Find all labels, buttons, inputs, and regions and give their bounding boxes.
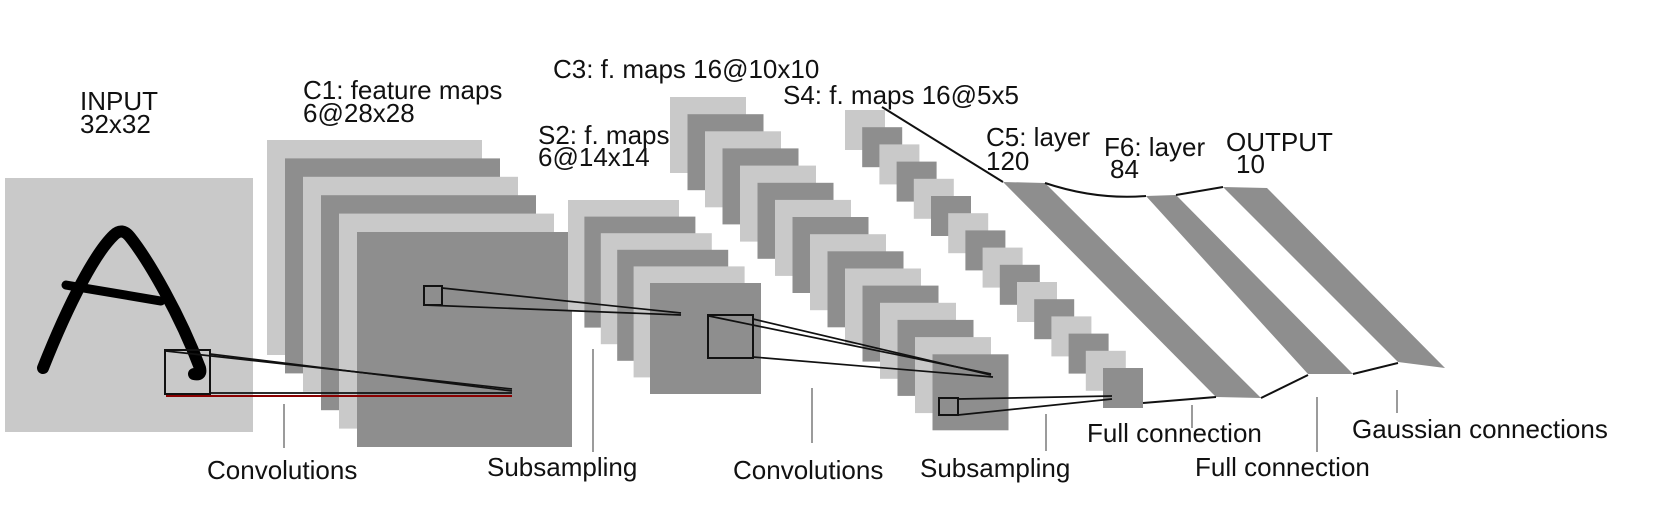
input-label-line2: 32x32 [80, 109, 151, 139]
operation-labels: Convolutions Subsampling Convolutions Su… [207, 414, 1608, 485]
bar-connector-lines [881, 106, 1399, 404]
c5-layer-bar [1003, 182, 1261, 398]
input-plane [5, 178, 253, 432]
c5-label-line1: C5: layer [986, 122, 1090, 152]
convolutions-2-label: Convolutions [733, 455, 883, 485]
c5-to-f6-top-link [1044, 182, 1147, 198]
c5-label-line2: 120 [986, 146, 1029, 176]
gaussian-connections-label: Gaussian connections [1352, 414, 1608, 444]
f6-layer-bar [1146, 195, 1353, 374]
s4-to-c5-top-link [881, 106, 1004, 183]
full-connection-1-label: Full connection [1087, 418, 1262, 448]
c3-receptive-field-box [938, 397, 959, 416]
s2-label-line2: 6@14x14 [538, 142, 650, 172]
c1-to-s2-trapezoid [423, 285, 682, 316]
c5-to-f6-bottom-link [1260, 374, 1309, 399]
input-layer [5, 178, 253, 432]
output-label-line1: OUTPUT [1226, 127, 1333, 157]
trapezoid-edge [752, 356, 994, 378]
f6-label-line1: F6: layer [1104, 132, 1205, 162]
s4-to-c5-bottom-link [1142, 396, 1217, 404]
c1-feature-map [357, 232, 572, 447]
s4-label: S4: f. maps 16@5x5 [783, 80, 1019, 110]
layer-labels: INPUT 32x32 C1: feature maps 6@28x28 S2:… [80, 54, 1333, 184]
c1-label-line2: 6@28x28 [303, 98, 415, 128]
c3-stack [670, 97, 1009, 431]
c3-label: C3: f. maps 16@10x10 [553, 54, 819, 84]
fc-bars [1003, 182, 1445, 398]
c1-stack [267, 140, 572, 447]
trapezoid-edge [752, 318, 992, 376]
s4-stack [845, 110, 1143, 408]
trapezoid-edge [423, 304, 682, 316]
handwritten-a-strokes [37, 225, 207, 381]
s2-to-c3-trapezoid [707, 314, 994, 378]
c3-to-s4-trapezoid [938, 395, 1113, 416]
c1-label-line1: C1: feature maps [303, 75, 502, 105]
f6-label-line2: 84 [1110, 154, 1139, 184]
input-receptive-field-box [164, 349, 211, 395]
input-to-c1-trapezoid [164, 349, 513, 397]
input-label-line1: INPUT [80, 86, 158, 116]
subsampling-2-label: Subsampling [920, 453, 1070, 483]
trapezoid-edge [441, 287, 682, 314]
output-layer-bar [1223, 187, 1445, 368]
trapezoid-edge [957, 398, 1113, 416]
c3-feature-map [932, 354, 1009, 431]
s4-feature-map [1103, 368, 1143, 408]
subsampling-1-label: Subsampling [487, 452, 637, 482]
s2-label-line1: S2: f. maps [538, 120, 670, 150]
label-ticks [283, 349, 1398, 452]
convolutions-1-label: Convolutions [207, 455, 357, 485]
output-label-line2: 10 [1236, 149, 1265, 179]
c1-receptive-field-box [423, 285, 443, 306]
full-connection-2-label: Full connection [1195, 452, 1370, 482]
s2-stack [568, 200, 761, 394]
f6-to-output-top-link [1175, 186, 1224, 196]
s2-receptive-field-box [707, 314, 754, 359]
handwritten-a-crossbar [61, 280, 166, 306]
s2-feature-map [650, 283, 761, 394]
trapezoid-edge [957, 395, 1113, 400]
f6-to-output-bottom-link [1352, 362, 1399, 375]
trapezoid-edge [209, 353, 513, 392]
